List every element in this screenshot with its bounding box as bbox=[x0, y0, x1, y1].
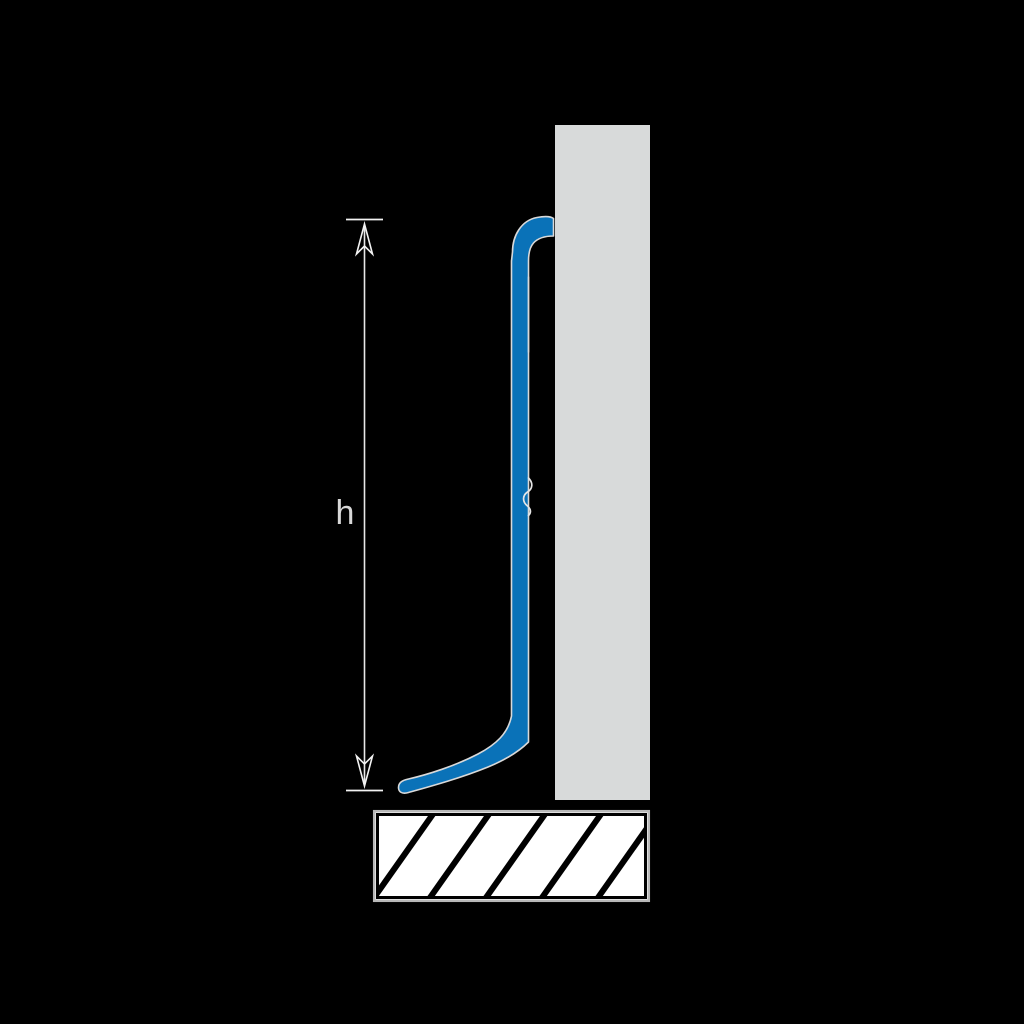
wall-slab bbox=[555, 125, 650, 800]
dimension-arrow-top bbox=[354, 220, 375, 257]
break-symbol-icon bbox=[522, 477, 533, 517]
dimension-arrow-bottom bbox=[354, 753, 375, 790]
floor-hatching bbox=[376, 813, 647, 899]
height-dimension: h bbox=[336, 218, 383, 792]
skirting-profile-body bbox=[397, 215, 555, 794]
dimension-label-h: h bbox=[336, 494, 355, 532]
floor-slab bbox=[372, 809, 651, 903]
